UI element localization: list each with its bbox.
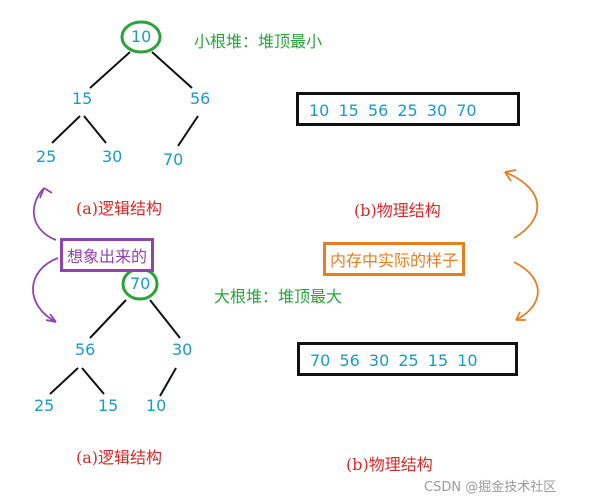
max-node-left-right: 15 xyxy=(98,396,119,415)
max-heap-title: 大根堆：堆顶最大 xyxy=(214,287,343,306)
orange-arrow-up xyxy=(504,171,539,239)
edge-10-56 xyxy=(151,51,193,89)
min-heap-title: 小根堆：堆顶最小 xyxy=(194,32,323,51)
orange-arrow-down xyxy=(513,261,539,321)
edge-56-15 xyxy=(81,367,105,395)
edge-56-25 xyxy=(49,367,79,395)
edge-70-30 xyxy=(149,299,181,339)
min-heap-array-values: 10 15 56 25 30 70 xyxy=(309,101,477,120)
min-node-root: 10 xyxy=(131,27,152,46)
max-physical-caption: (b)物理结构 xyxy=(346,455,433,474)
max-node-left: 56 xyxy=(75,340,96,359)
max-node-right: 30 xyxy=(172,340,193,359)
min-node-left-right: 30 xyxy=(102,147,123,166)
imagined-label: 想象出来的 xyxy=(60,238,155,272)
edge-15-25 xyxy=(51,115,81,144)
min-heap-array: 10 15 56 25 30 70 xyxy=(296,92,520,126)
edge-70-56 xyxy=(89,299,127,339)
min-node-right-left: 70 xyxy=(163,150,184,169)
edge-10-15 xyxy=(89,51,131,89)
edge-56-70 xyxy=(177,115,199,147)
min-node-left: 15 xyxy=(72,89,93,108)
csdn-watermark: CSDN @掘金技术社区 xyxy=(424,480,557,495)
min-node-left-left: 25 xyxy=(36,147,57,166)
purple-arrow-up xyxy=(32,187,57,241)
max-node-root: 70 xyxy=(130,274,151,293)
max-heap-array-values: 70 56 30 25 15 10 xyxy=(310,351,478,370)
min-root-circle xyxy=(120,20,162,54)
min-node-right: 56 xyxy=(190,89,211,108)
edge-15-30 xyxy=(83,115,107,144)
edge-30-10 xyxy=(159,367,177,397)
max-node-right-left: 10 xyxy=(146,396,167,415)
max-node-left-left: 25 xyxy=(34,396,55,415)
in-memory-label: 内存中实际的样子 xyxy=(323,242,466,276)
max-logical-caption: (a)逻辑结构 xyxy=(76,448,163,467)
min-logical-caption: (a)逻辑结构 xyxy=(76,199,163,218)
max-heap-array: 70 56 30 25 15 10 xyxy=(297,342,518,376)
min-physical-caption: (b)物理结构 xyxy=(354,201,441,220)
purple-arrow-down xyxy=(32,257,59,323)
